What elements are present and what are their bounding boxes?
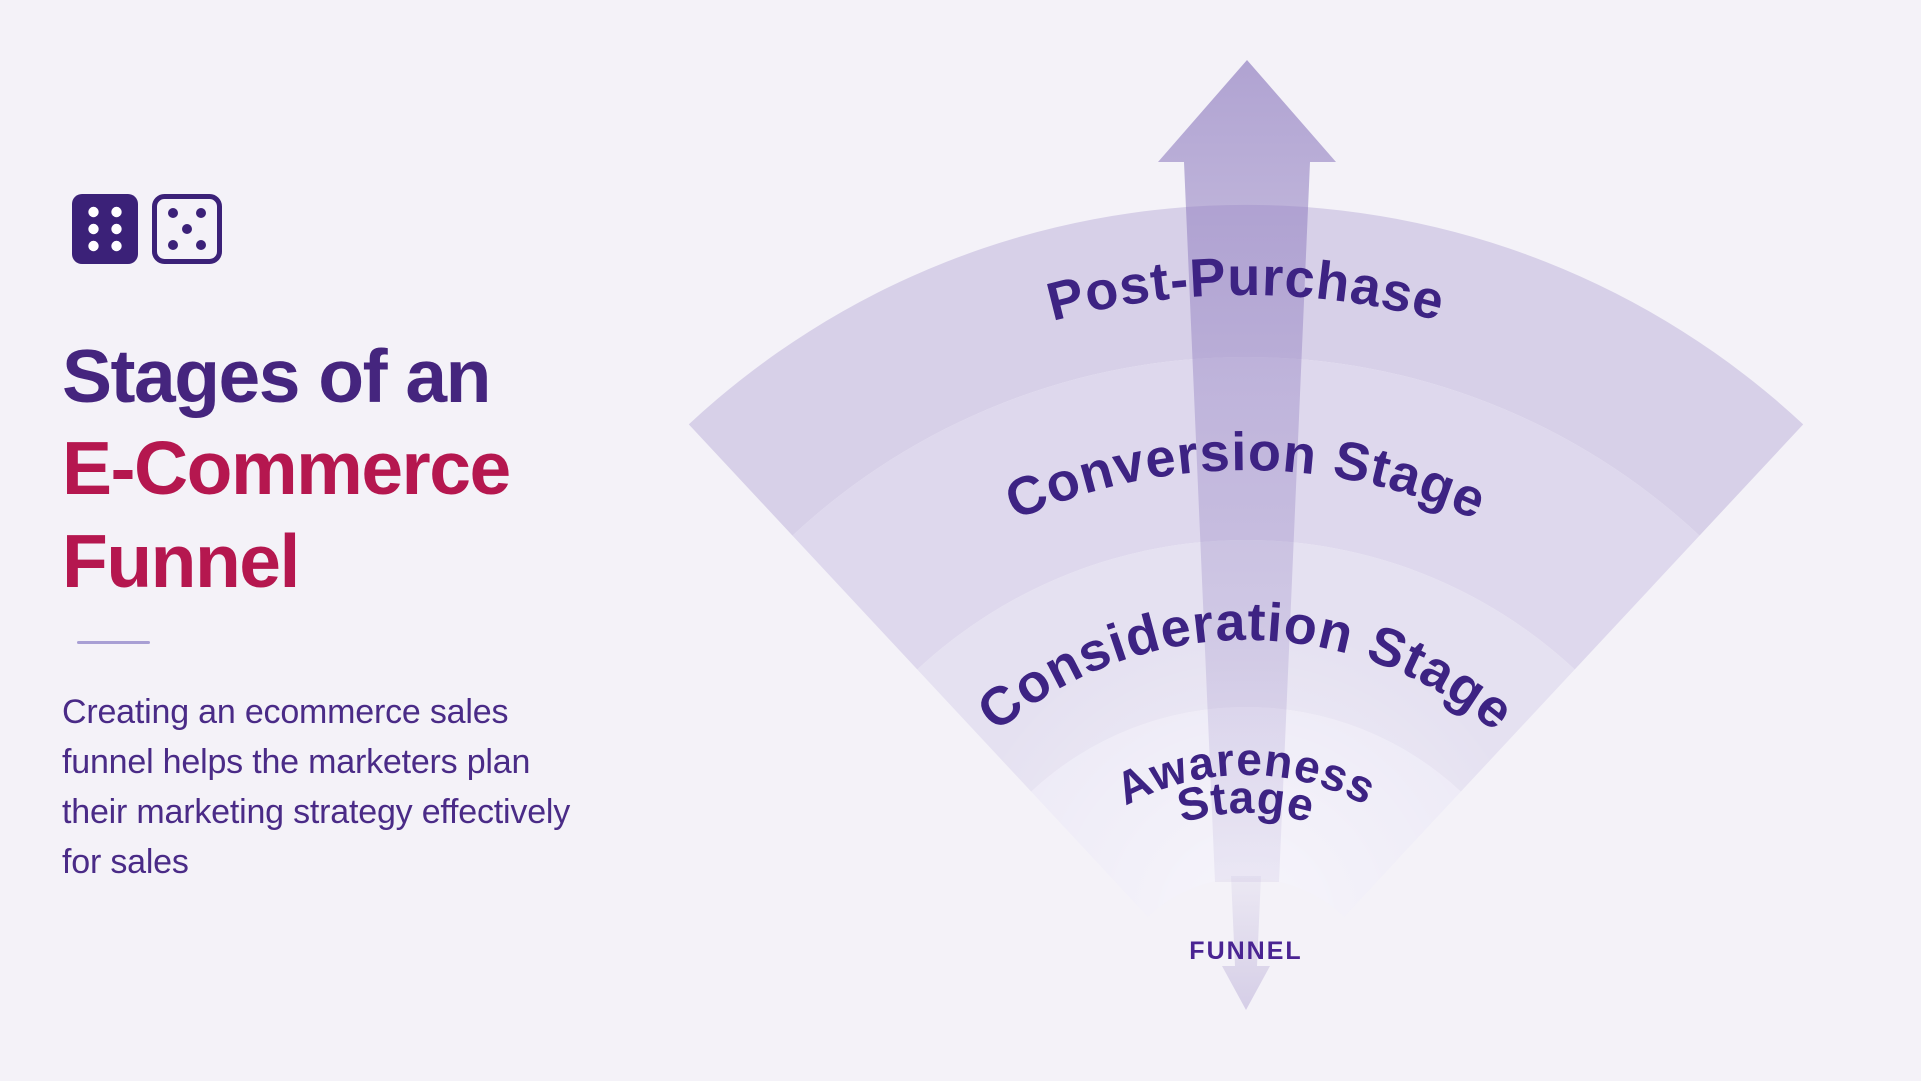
stage-label-awareness-line2: Stage: [1172, 771, 1321, 833]
down-arrow-tail-icon: [1222, 876, 1270, 1010]
dice-five-icon: [152, 194, 222, 264]
title-divider: [77, 641, 150, 644]
title-line-accent-1: E-Commerce: [62, 426, 511, 511]
funnel-axis-label: FUNNEL: [1189, 937, 1302, 965]
title-line-accent-2: Funnel: [62, 518, 300, 603]
dice-logo: [72, 194, 222, 264]
dice-six-icon: [72, 194, 138, 264]
intro-panel: Stages of an E-Commerce Funnel Creating …: [0, 0, 600, 1081]
band-post-purchase: [688, 204, 1804, 536]
apex-glow: [946, 618, 1546, 917]
page-description: Creating an ecommerce sales funnel helps…: [62, 693, 571, 881]
page-title: Stages of an E-Commerce Funnel: [62, 330, 511, 607]
title-line-primary: Stages of an: [62, 334, 491, 418]
up-arrow-icon: [1158, 60, 1336, 882]
